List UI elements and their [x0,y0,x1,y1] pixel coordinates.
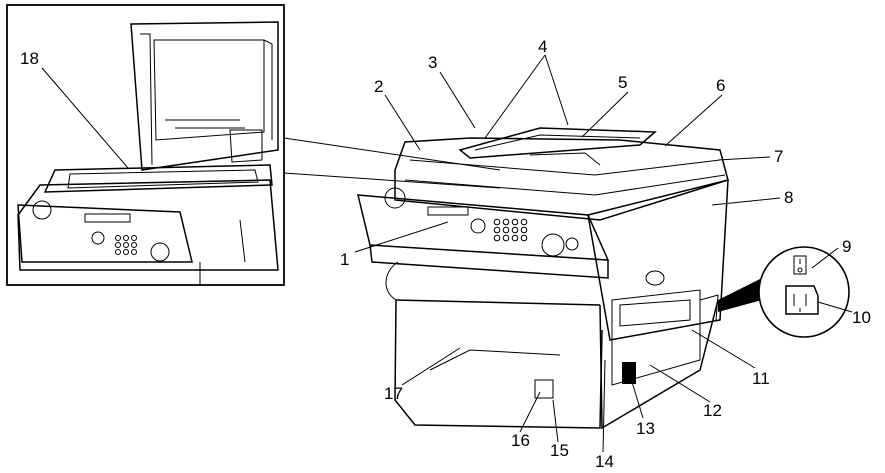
platen-inset: 18 [6,4,285,286]
callout-8: 8 [784,188,793,207]
callout-4: 4 [538,37,547,56]
callout-15: 15 [550,441,569,460]
callout-17: 17 [384,384,403,403]
inset-connector-top [283,137,501,171]
power-detail [718,246,850,338]
zoom-wedge [718,278,762,312]
callout-16: 16 [511,431,530,450]
callout-7: 7 [774,147,783,166]
power-inlet-icon [785,285,819,315]
callout-11: 11 [752,369,770,388]
callout-18: 18 [20,49,39,68]
callout-9: 9 [842,237,851,256]
callout-12: 12 [703,401,722,420]
callout-labels: 1 2 3 4 5 6 7 8 9 10 11 12 13 14 15 16 1… [340,37,871,471]
callout-1: 1 [340,250,349,269]
fax-machine [357,127,729,430]
leader-lines [354,54,853,453]
callout-13: 13 [636,419,655,438]
inset-connector-bottom [283,172,501,189]
callout-6: 6 [716,76,725,95]
callout-5: 5 [618,73,627,92]
callout-10: 10 [852,308,871,327]
callout-3: 3 [428,53,437,72]
callout-2: 2 [374,77,383,96]
callout-14: 14 [595,452,614,471]
power-switch-icon [793,255,807,275]
